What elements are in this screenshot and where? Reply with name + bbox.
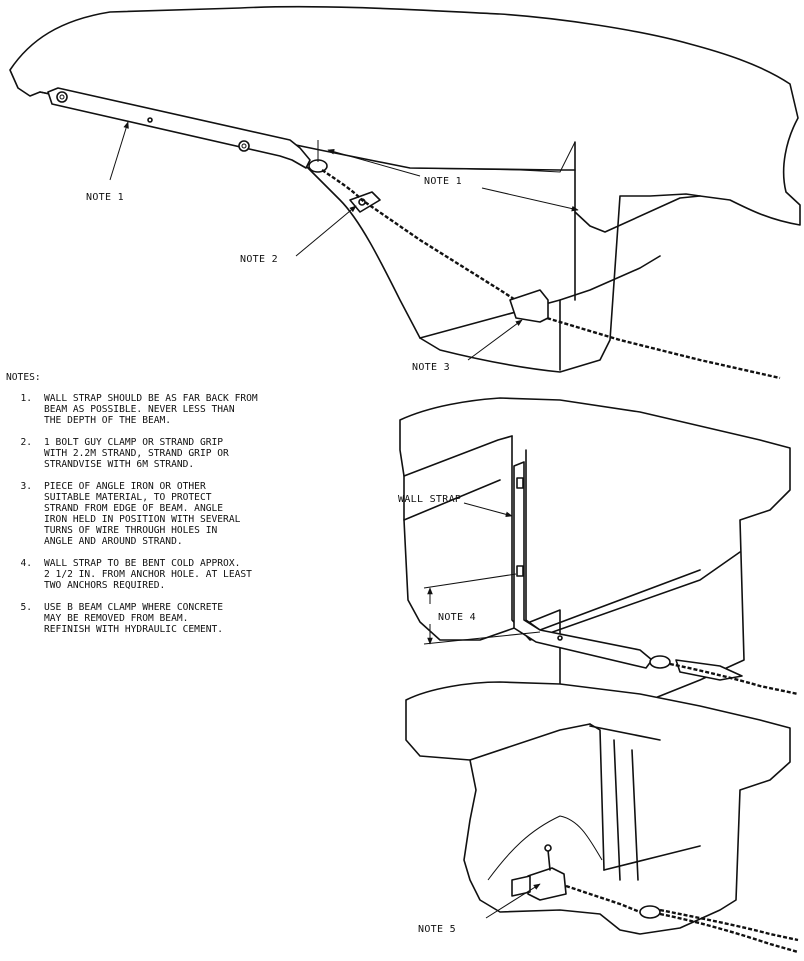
note-item: 3. PIECE OF ANGLE IRON OR OTHER SUITABLE… <box>6 481 351 547</box>
ceiling-slab-bottom <box>405 681 791 935</box>
note-number: 1. <box>20 393 32 404</box>
note-text: WALL STRAP SHOULD BE AS FAR BACK FROM BE… <box>44 393 258 426</box>
note-text: PIECE OF ANGLE IRON OR OTHER SUITABLE MA… <box>44 481 241 547</box>
note-number: 4. <box>20 558 32 569</box>
note-number: 2. <box>20 437 32 448</box>
note-text: 1 BOLT GUY CLAMP OR STRAND GRIP WITH 2.2… <box>44 437 229 470</box>
beam-clamp-icon <box>527 867 567 901</box>
angle-iron-icon <box>509 289 549 323</box>
anchor-bolt-icon <box>238 140 250 152</box>
note1-left-label: NOTE 1 <box>86 192 124 203</box>
note1-dim-label: NOTE 1 <box>424 176 462 187</box>
guy-strand <box>321 169 781 380</box>
figure-beam-clamp: NOTE 5 <box>405 681 799 954</box>
note-item: 4. WALL STRAP TO BE BENT COLD APPROX. 2 … <box>6 558 351 591</box>
wall-strap-label: WALL STRAP <box>398 494 461 505</box>
note5-label: NOTE 5 <box>418 924 456 935</box>
notes-list: 1. WALL STRAP SHOULD BE AS FAR BACK FROM… <box>6 393 351 635</box>
note4-label: NOTE 4 <box>438 612 476 623</box>
wall-strap-top <box>47 87 311 169</box>
anchor-bolt-icon <box>56 91 68 103</box>
note3-label: NOTE 3 <box>412 362 450 373</box>
guy-strand-mid <box>669 662 799 696</box>
note2-label: NOTE 2 <box>240 254 278 265</box>
guy-strand-bottom <box>565 884 641 914</box>
note-number: 3. <box>20 481 32 492</box>
note-item: 2. 1 BOLT GUY CLAMP OR STRAND GRIP WITH … <box>6 437 351 470</box>
note-item: 5. USE B BEAM CLAMP WHERE CONCRETE MAY B… <box>6 602 351 635</box>
figure-ceiling-beam: NOTE 1 NOTE 1 NOTE 2 NOTE 3 <box>9 5 801 380</box>
figure-wall-strap: WALL STRAP NOTE 4 <box>398 397 799 713</box>
wall-strap-mid <box>513 461 653 669</box>
anchor-bolt-icon <box>516 565 524 577</box>
notes-block: NOTES: 1. WALL STRAP SHOULD BE AS FAR BA… <box>6 372 351 646</box>
ceiling-slab <box>9 5 801 373</box>
ceiling-slab-mid <box>399 397 791 713</box>
note-item: 1. WALL STRAP SHOULD BE AS FAR BACK FROM… <box>6 393 351 426</box>
anchor-bolt-icon <box>516 477 524 489</box>
note-text: WALL STRAP TO BE BENT COLD APPROX. 2 1/2… <box>44 558 252 591</box>
note-text: USE B BEAM CLAMP WHERE CONCRETE MAY BE R… <box>44 602 224 635</box>
notes-heading: NOTES: <box>6 372 41 383</box>
note-number: 5. <box>20 602 32 613</box>
